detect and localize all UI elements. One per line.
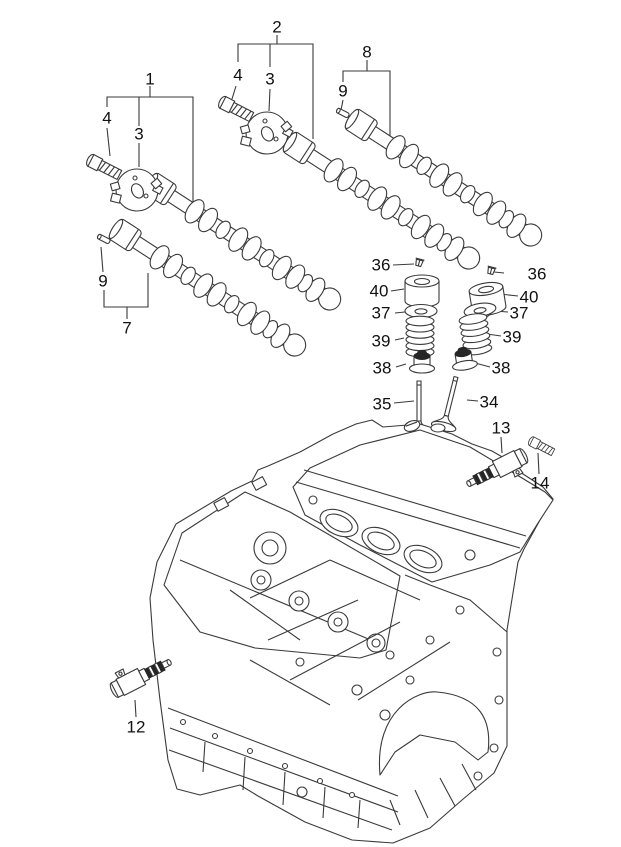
part-label-38: 38 bbox=[372, 358, 392, 378]
part-label-1: 1 bbox=[145, 69, 155, 89]
part-label-9: 9 bbox=[338, 81, 348, 101]
part-label-4: 4 bbox=[233, 65, 243, 85]
part-label-3: 3 bbox=[265, 69, 275, 89]
part-label-39: 39 bbox=[502, 327, 522, 347]
bolt-4-left bbox=[84, 152, 123, 182]
part-label-9: 9 bbox=[98, 271, 108, 291]
part-label-36: 36 bbox=[527, 264, 547, 284]
part-label-13: 13 bbox=[491, 418, 511, 438]
part-label-37: 37 bbox=[371, 303, 391, 323]
valve-tappet-left bbox=[404, 274, 440, 308]
part-label-4: 4 bbox=[102, 108, 112, 128]
engine-assembly-drawing bbox=[149, 419, 554, 844]
part-label-8: 8 bbox=[362, 42, 372, 62]
part-label-35: 35 bbox=[372, 394, 392, 414]
part-label-40: 40 bbox=[369, 281, 389, 301]
part-label-14: 14 bbox=[530, 473, 550, 493]
valve-keeper-left bbox=[413, 257, 425, 268]
camshaft-8-drawing bbox=[341, 105, 548, 253]
part-label-36: 36 bbox=[371, 255, 391, 275]
camshaft-2-drawing bbox=[279, 128, 486, 276]
valve-keeper-right bbox=[485, 265, 497, 276]
part-label-37: 37 bbox=[509, 303, 529, 323]
part-label-34: 34 bbox=[479, 392, 499, 412]
camshaft-7-drawing bbox=[105, 215, 312, 363]
dowel-pin-9-right bbox=[335, 107, 351, 119]
bolt-4-right bbox=[216, 94, 255, 124]
part-label-7: 7 bbox=[122, 318, 132, 338]
part-label-2: 2 bbox=[272, 17, 282, 37]
part-label-12: 12 bbox=[126, 717, 146, 737]
part-label-40: 40 bbox=[519, 287, 539, 307]
part-label-39: 39 bbox=[371, 331, 391, 351]
part-label-3: 3 bbox=[134, 124, 144, 144]
camshaft-1-drawing bbox=[140, 169, 347, 317]
bolt-14 bbox=[526, 435, 556, 457]
dowel-pin-9-left bbox=[96, 233, 112, 245]
part-label-38: 38 bbox=[491, 358, 511, 378]
